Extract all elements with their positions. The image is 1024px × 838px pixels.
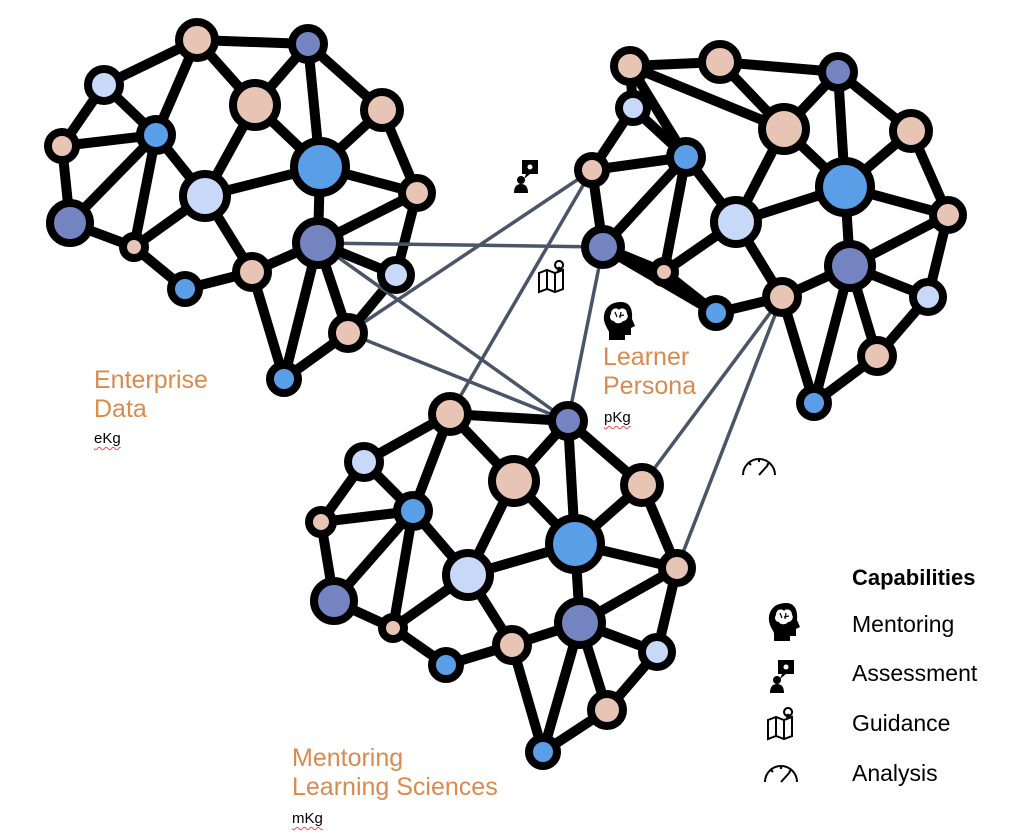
enterprise-graph-code: eKg xyxy=(94,430,121,447)
enterprise-graph-node xyxy=(44,128,80,164)
persona-graph-node xyxy=(649,257,679,287)
enterprise-graph-node xyxy=(360,88,404,132)
mentoring-name-line2: Learning Sciences xyxy=(292,772,498,801)
mentoring-graph-node xyxy=(378,613,408,643)
persona-graph-node xyxy=(857,336,897,376)
cross-graph-link xyxy=(316,241,570,423)
cross-graph-link xyxy=(640,295,784,487)
persona-graph-node xyxy=(762,277,802,317)
persona-graph-node xyxy=(698,295,734,331)
legend-map-pin-icon xyxy=(767,707,794,741)
mentoring-graph-node xyxy=(488,455,540,507)
mentoring-graph-node xyxy=(492,625,532,665)
persona-graph-node xyxy=(929,196,967,234)
mentoring-graph-node xyxy=(587,690,627,730)
persona-graph-node xyxy=(796,385,832,421)
gauge-icon xyxy=(742,458,776,476)
cross-graph-link xyxy=(675,295,784,570)
persona-graph-node xyxy=(909,278,947,316)
cross-graph-link xyxy=(566,245,605,423)
persona-graph-node xyxy=(666,137,706,177)
enterprise-graph-node xyxy=(288,24,328,64)
enterprise-graph-node xyxy=(232,252,272,292)
mentoring-graph-node xyxy=(525,734,561,770)
persona-graph-node xyxy=(615,90,651,126)
persona-graph-node xyxy=(758,103,810,155)
legend-item-assessment: Assessment xyxy=(852,660,978,686)
persona-graph-code: pKg xyxy=(604,409,631,426)
persona-graph-node xyxy=(581,225,625,269)
mentoring-graph-node xyxy=(305,506,337,538)
brain-head-icon xyxy=(603,302,635,340)
enterprise-graph-node xyxy=(328,313,368,353)
legend-item-guidance: Guidance xyxy=(852,710,951,736)
enterprise-graph-node xyxy=(292,217,344,269)
cross-graph-link xyxy=(346,168,594,335)
persona-graph-node xyxy=(710,196,762,248)
enterprise-graph-node xyxy=(46,199,94,247)
cross-graph-link xyxy=(346,331,570,423)
persona-graph-edge xyxy=(625,61,789,134)
enterprise-graph-node xyxy=(290,137,350,197)
enterprise-graph-name: Enterprise Data xyxy=(94,366,208,424)
mentoring-graph-node xyxy=(658,549,696,587)
persona-graph-node xyxy=(610,46,650,86)
enterprise-graph-node xyxy=(179,170,231,222)
persona-graph-name: Learner Persona xyxy=(603,343,696,401)
mentoring-graph-node xyxy=(393,491,433,531)
legend-title: Capabilities xyxy=(852,565,976,590)
enterprise-graph-node xyxy=(136,115,176,155)
enterprise-graph-node xyxy=(266,361,302,397)
mentoring-graph-node xyxy=(620,463,664,507)
persona-name-line2: Persona xyxy=(603,371,697,400)
persona-graph-node xyxy=(818,52,858,92)
map-pin-icon xyxy=(538,260,565,294)
mentoring-graph-node xyxy=(344,442,384,482)
mentoring-graph-node xyxy=(545,514,605,574)
enterprise-graph-node xyxy=(84,65,124,105)
enterprise-graph-node xyxy=(167,271,203,307)
persona-name-line1: Learner xyxy=(603,343,690,371)
mentoring-graph-node xyxy=(428,647,464,683)
enterprise-graph-node xyxy=(398,174,436,212)
mentoring-graph-node xyxy=(548,401,588,441)
enterprise-graph-node xyxy=(377,256,415,294)
mentoring-graph-code: mKg xyxy=(292,810,323,827)
mentoring-name-line1: Mentoring xyxy=(292,744,404,772)
mentoring-graph-node xyxy=(442,549,494,601)
cross-graph-link xyxy=(316,241,605,249)
enterprise-graph-node xyxy=(229,79,281,131)
mentoring-graph-node xyxy=(428,392,472,436)
enterprise-graph-node xyxy=(119,232,149,262)
enterprise-name-line1: Enterprise xyxy=(94,366,208,394)
persona-graph-node xyxy=(824,240,876,292)
legend-brain-head-icon xyxy=(768,603,800,641)
persona-graph-node xyxy=(889,109,933,153)
legend-item-mentoring: Mentoring xyxy=(852,611,955,637)
mentoring-graph-node xyxy=(310,577,358,625)
mentoring-graph-node xyxy=(638,633,676,671)
enterprise-name-line2: Data xyxy=(94,394,147,423)
persona-graph-node xyxy=(698,40,742,84)
legend-gauge-icon xyxy=(764,765,798,783)
enterprise-graph-node xyxy=(175,18,219,62)
persona-graph-node xyxy=(574,152,610,188)
cross-graph-link xyxy=(448,168,594,416)
mentoring-graph-node xyxy=(554,597,606,649)
mentoring-graph-name: Mentoring Learning Sciences xyxy=(292,744,498,802)
legend-person-chat-icon xyxy=(770,660,794,693)
person-chat-icon xyxy=(514,160,538,193)
persona-graph-node xyxy=(815,157,875,217)
legend-item-analysis: Analysis xyxy=(852,760,938,786)
